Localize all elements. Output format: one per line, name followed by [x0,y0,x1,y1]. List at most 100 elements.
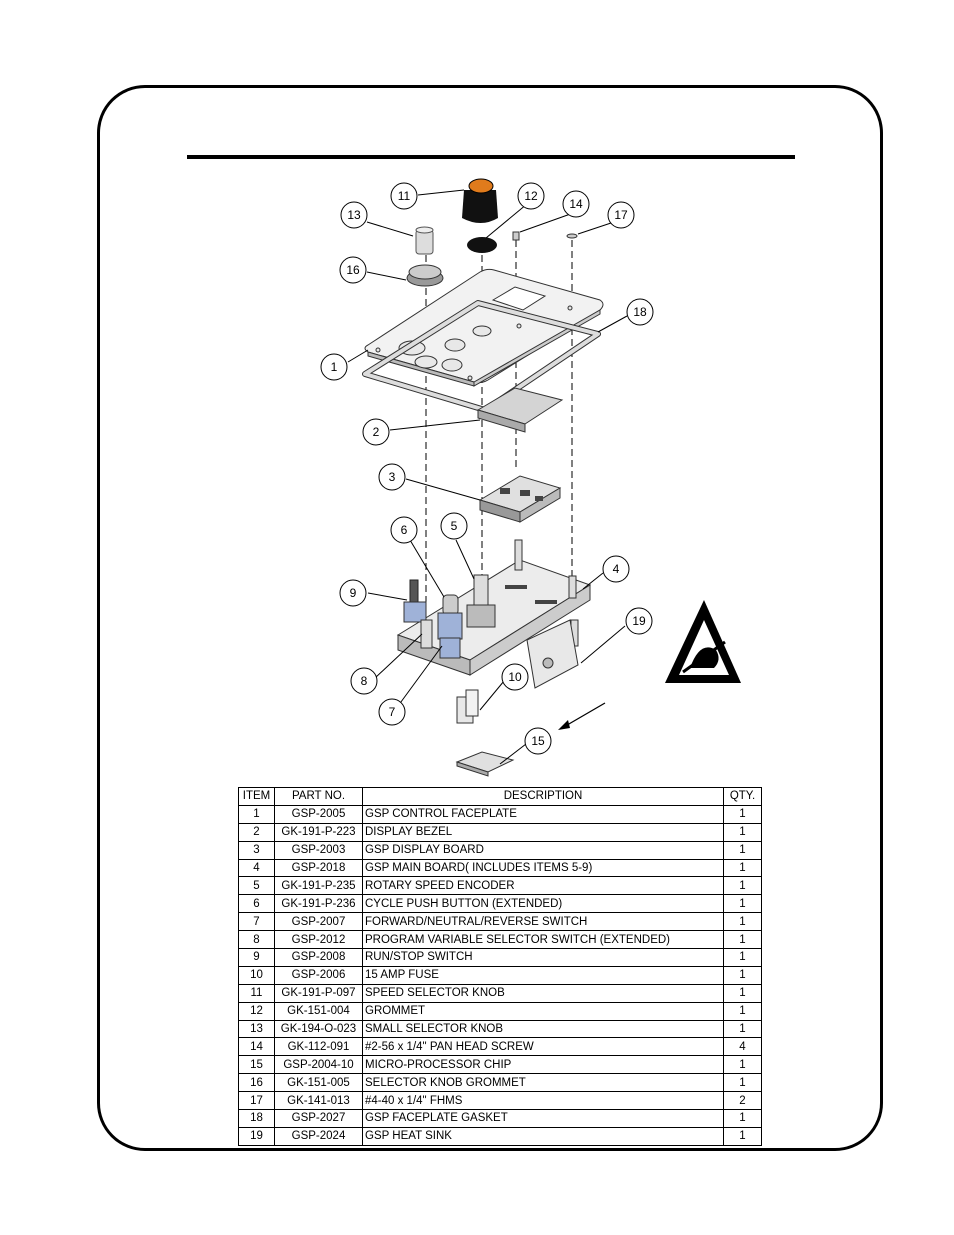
part-no-cell: GSP-2003 [274,840,363,860]
item-cell: 1 [238,804,275,824]
qty-cell: 1 [723,930,762,950]
callout-5: 5 [451,519,458,533]
callout-7: 7 [389,705,396,719]
item-cell: 7 [238,912,275,932]
run-stop-switch [403,579,427,623]
callout-13: 13 [347,208,361,222]
callout-3: 3 [389,470,396,484]
header-description: DESCRIPTION [362,787,724,806]
item-cell: 14 [238,1037,275,1057]
description-cell: GSP DISPLAY BOARD [362,840,724,860]
item-cell: 4 [238,858,275,878]
callout-19: 19 [632,614,646,628]
esd-warning-icon [665,600,741,683]
description-cell: SELECTOR KNOB GROMMET [362,1073,724,1093]
callout-9: 9 [350,586,357,600]
description-cell: DISPLAY BEZEL [362,822,724,842]
qty-cell: 1 [723,983,762,1003]
callout-11: 11 [398,189,411,203]
qty-cell: 1 [723,948,762,967]
item-cell: 9 [238,948,275,967]
part-no-cell: GK-191-P-223 [274,822,363,842]
callout-8: 8 [361,674,368,688]
item-cell: 6 [238,894,275,914]
description-cell: GSP CONTROL FACEPLATE [362,804,724,824]
part-no-cell: GK-151-005 [274,1073,363,1093]
part-no-cell: GSP-2018 [274,858,363,878]
qty-cell: 4 [723,1037,762,1057]
description-cell: MICRO-PROCESSOR CHIP [362,1055,724,1075]
callout-16: 16 [346,263,360,277]
selector-knob-grommet [406,264,444,287]
description-cell: RUN/STOP SWITCH [362,948,724,967]
heat-sink [526,619,579,689]
insertion-arrow [561,702,606,729]
description-cell: GSP HEAT SINK [362,1126,724,1146]
qty-cell: 1 [723,1126,762,1146]
qty-cell: 1 [723,822,762,842]
part-no-cell: GK-151-004 [274,1001,363,1021]
description-cell: GSP FACEPLATE GASKET [362,1109,724,1128]
qty-cell: 1 [723,965,762,985]
item-cell: 19 [238,1126,275,1146]
item-cell: 18 [238,1109,275,1128]
part-no-cell: GSP-2027 [274,1109,363,1128]
qty-cell: 1 [723,804,762,824]
callout-1: 1 [331,360,338,374]
item-cell: 13 [238,1019,275,1039]
description-cell: #2-56 x 1/4" PAN HEAD SCREW [362,1037,724,1057]
fnr-switch [439,637,461,659]
description-cell: GROMMET [362,1001,724,1021]
grommet [467,237,497,253]
qty-cell: 1 [723,858,762,878]
fuse [456,689,479,724]
description-cell: ROTARY SPEED ENCODER [362,876,724,896]
item-cell: 11 [238,983,275,1003]
description-cell: PROGRAM VARIABLE SELECTOR SWITCH (EXTEND… [362,930,724,950]
part-no-cell: GSP-2005 [274,804,363,824]
item-cell: 15 [238,1055,275,1075]
screws [512,231,578,241]
callout-4: 4 [613,562,620,576]
callout-2: 2 [373,425,380,439]
part-no-cell: GSP-2004-10 [274,1055,363,1075]
qty-cell: 1 [723,876,762,896]
qty-cell: 1 [723,1055,762,1075]
item-cell: 16 [238,1073,275,1093]
microprocessor-chip [455,751,515,777]
item-cell: 5 [238,876,275,896]
speed-selector-knob [462,178,498,223]
item-cell: 17 [238,1091,275,1111]
part-no-cell: GK-141-013 [274,1091,363,1111]
header-rule [187,155,795,159]
callout-18: 18 [633,305,647,319]
description-cell: GSP MAIN BOARD( INCLUDES ITEMS 5-9) [362,858,724,878]
header-item: ITEM [238,787,275,806]
qty-cell: 1 [723,1109,762,1128]
qty-cell: 2 [723,1091,762,1111]
qty-cell: 1 [723,1019,762,1039]
display-board [478,475,562,523]
display-bezel [476,387,564,433]
part-no-cell: GSP-2012 [274,930,363,950]
cycle-push-button [437,594,463,640]
callout-circles [320,182,654,755]
rotary-speed-encoder [466,574,496,628]
description-cell: #4-40 x 1/4" FHMS [362,1091,724,1111]
leader-lines [347,189,628,765]
